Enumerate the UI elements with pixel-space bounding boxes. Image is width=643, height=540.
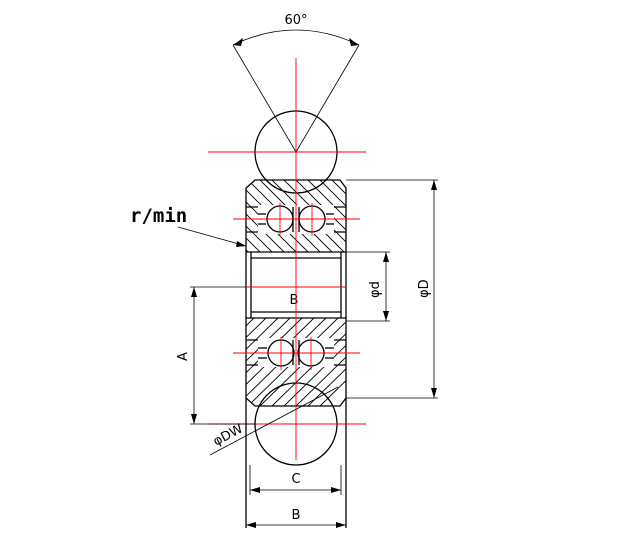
roller-width-label: C — [291, 472, 300, 487]
dim-a: A — [176, 286, 256, 425]
bore-label: φd — [368, 281, 383, 298]
upper-ring-section — [245, 179, 347, 253]
radius-callout: r/min — [130, 205, 247, 247]
bore-dimension: φd — [346, 251, 390, 322]
overall-width-dimension: B — [246, 508, 346, 528]
angle-label: 60° — [284, 13, 307, 28]
roller-width-dimension: C — [249, 465, 342, 495]
lower-ring-section — [245, 317, 347, 407]
radius-label: r/min — [130, 205, 187, 227]
dim-a-label: A — [176, 352, 191, 361]
roller-diameter-dimension: φDW — [209, 386, 339, 456]
width-label-top: B — [290, 293, 299, 308]
outer-diameter-dimension: φD — [346, 179, 438, 399]
angle-dimension: 60° — [232, 13, 360, 153]
outer-diameter-label: φD — [417, 279, 432, 298]
centerlines — [208, 58, 366, 460]
width-label-bottom: B — [292, 508, 301, 523]
